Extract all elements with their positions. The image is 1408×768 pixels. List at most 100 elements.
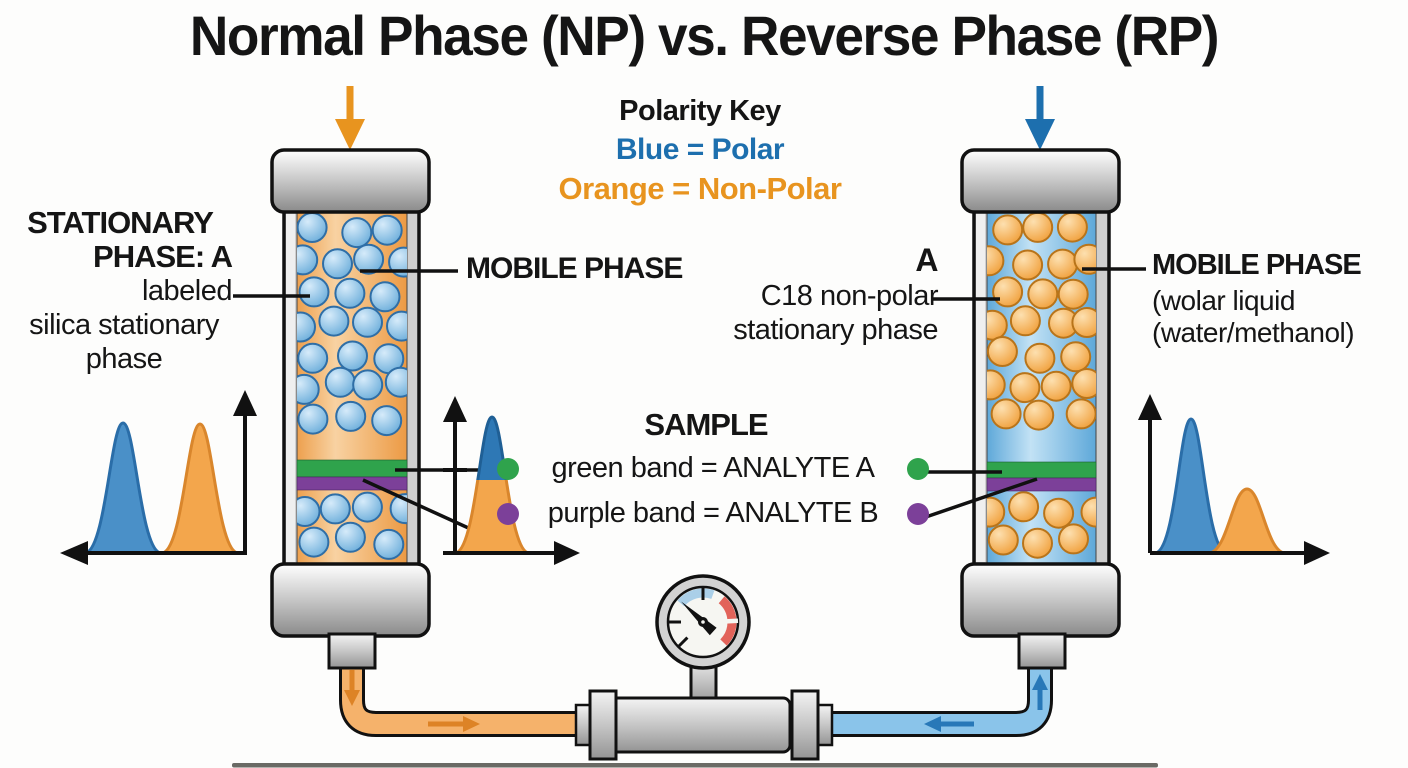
sample-peak-orange — [455, 480, 529, 555]
packing-bead — [341, 217, 373, 249]
packing-bead — [1022, 211, 1054, 243]
packing-bead — [1065, 398, 1096, 430]
packing-bead — [369, 281, 401, 313]
packing-bead — [298, 526, 330, 558]
np-stationary-heading-1: STATIONARY — [27, 205, 214, 240]
packing-bead — [298, 276, 330, 308]
packing-bead — [318, 305, 350, 337]
packing-bead — [322, 248, 353, 280]
packing-bead — [297, 496, 321, 527]
packing-bead — [987, 336, 1018, 367]
packing-bead — [1008, 491, 1040, 523]
rp-column-bottom-cap — [960, 562, 1121, 638]
packing-bead — [351, 491, 383, 523]
packing-bead — [297, 342, 329, 374]
packing-bead — [335, 400, 367, 432]
rp-blue-peak — [1155, 417, 1227, 555]
packing-bead — [334, 521, 366, 553]
packing-bead — [1024, 342, 1056, 374]
rp-marker-a: A — [915, 242, 938, 278]
packing-bead — [1009, 305, 1041, 337]
page-title: Normal Phase (NP) vs. Reverse Phase (RP) — [189, 4, 1220, 67]
rp-purple-band-leader — [919, 477, 1038, 521]
polarity-key-orange: Orange = Non-Polar — [558, 171, 842, 206]
np-silica-beads — [297, 212, 407, 560]
polarity-key-blue: Blue = Polar — [615, 133, 785, 166]
packing-bead — [1058, 523, 1089, 555]
np-flow-down-arrow-icon — [344, 690, 360, 706]
baseline-shadow — [232, 763, 1158, 768]
packing-bead — [297, 212, 328, 243]
packing-bead — [1012, 249, 1044, 281]
packing-bead — [373, 528, 405, 560]
packing-bead — [992, 214, 1024, 246]
packing-bead — [1040, 370, 1072, 402]
np-description-1: silica stationary — [29, 309, 219, 341]
packing-bead — [371, 405, 403, 437]
packing-bead — [987, 524, 1019, 556]
packing-bead — [1027, 278, 1059, 310]
packing-bead — [352, 369, 384, 401]
rp-inlet-arrow-icon — [1025, 86, 1055, 150]
polarity-key-heading: Polarity Key — [619, 95, 781, 127]
rp-column-top-cap — [960, 148, 1121, 214]
analyte-a-label: green band = ANALYTE A — [551, 452, 876, 484]
packing-bead — [987, 369, 1006, 401]
packing-bead — [1071, 368, 1096, 399]
np-column-nozzle — [327, 632, 377, 670]
packing-bead — [1056, 211, 1088, 243]
packing-bead — [987, 496, 1006, 528]
np-analyte-a-band — [296, 459, 408, 478]
np-column — [270, 148, 431, 670]
rp-mobile-phase-label: MOBILE PHASE — [1152, 249, 1362, 281]
packing-bead — [384, 366, 407, 398]
rp-c18-beads — [987, 211, 1096, 559]
rp-chromatogram — [1138, 394, 1330, 565]
packing-bead — [1080, 496, 1096, 528]
packing-bead — [297, 244, 319, 276]
np-outlet-tube — [339, 660, 584, 737]
packing-bead — [992, 276, 1024, 308]
packing-bead — [1060, 341, 1092, 373]
sample-analyte-b-row: purple band = ANALYTE B — [497, 497, 929, 530]
analyte-b-label: purple band = ANALYTE B — [547, 497, 879, 529]
rp-outlet-tube — [832, 660, 1053, 737]
np-mobile-phase-label: MOBILE PHASE — [466, 252, 683, 285]
packing-bead — [324, 366, 356, 398]
packing-bead — [1023, 399, 1055, 431]
rp-column-nozzle — [1017, 632, 1067, 670]
gauge-blue-zone — [677, 588, 715, 607]
packing-bead — [987, 309, 1008, 341]
analyte-a-dot-left-icon — [497, 457, 519, 480]
rp-mobile-phase-line2: (wolar liquid — [1152, 285, 1295, 316]
np-flow-right-arrow-icon — [463, 716, 480, 732]
packing-bead — [353, 243, 385, 275]
rp-analyte-a-band — [986, 461, 1097, 479]
packing-bead — [389, 493, 407, 525]
packing-bead — [297, 311, 316, 343]
np-labeled-text: labeled — [141, 275, 233, 307]
analyte-b-dot-right-icon — [907, 502, 929, 525]
packing-bead — [386, 310, 407, 342]
np-stationary-heading-2: PHASE: A — [93, 239, 233, 274]
packing-bead — [297, 373, 320, 405]
packing-bead — [319, 493, 351, 525]
np-blue-peak — [85, 421, 161, 555]
packing-bead — [1047, 248, 1079, 280]
np-description-2: phase — [85, 343, 163, 375]
gauge-needle-icon — [681, 601, 717, 636]
rp-flow-up-arrow-icon — [1032, 674, 1048, 690]
packing-bead — [1071, 307, 1096, 338]
packing-bead — [987, 245, 1005, 277]
packing-bead — [334, 277, 366, 309]
np-inlet-arrow-icon — [335, 86, 365, 150]
packing-bead — [371, 214, 403, 246]
packing-bead — [1043, 497, 1075, 529]
np-column-top-cap — [270, 148, 431, 214]
rp-stationary-2: stationary phase — [733, 314, 938, 346]
np-analyte-b-band — [296, 476, 408, 491]
np-chromatogram — [60, 390, 257, 565]
analyte-b-dot-left-icon — [497, 502, 519, 525]
packing-bead — [1073, 243, 1096, 275]
